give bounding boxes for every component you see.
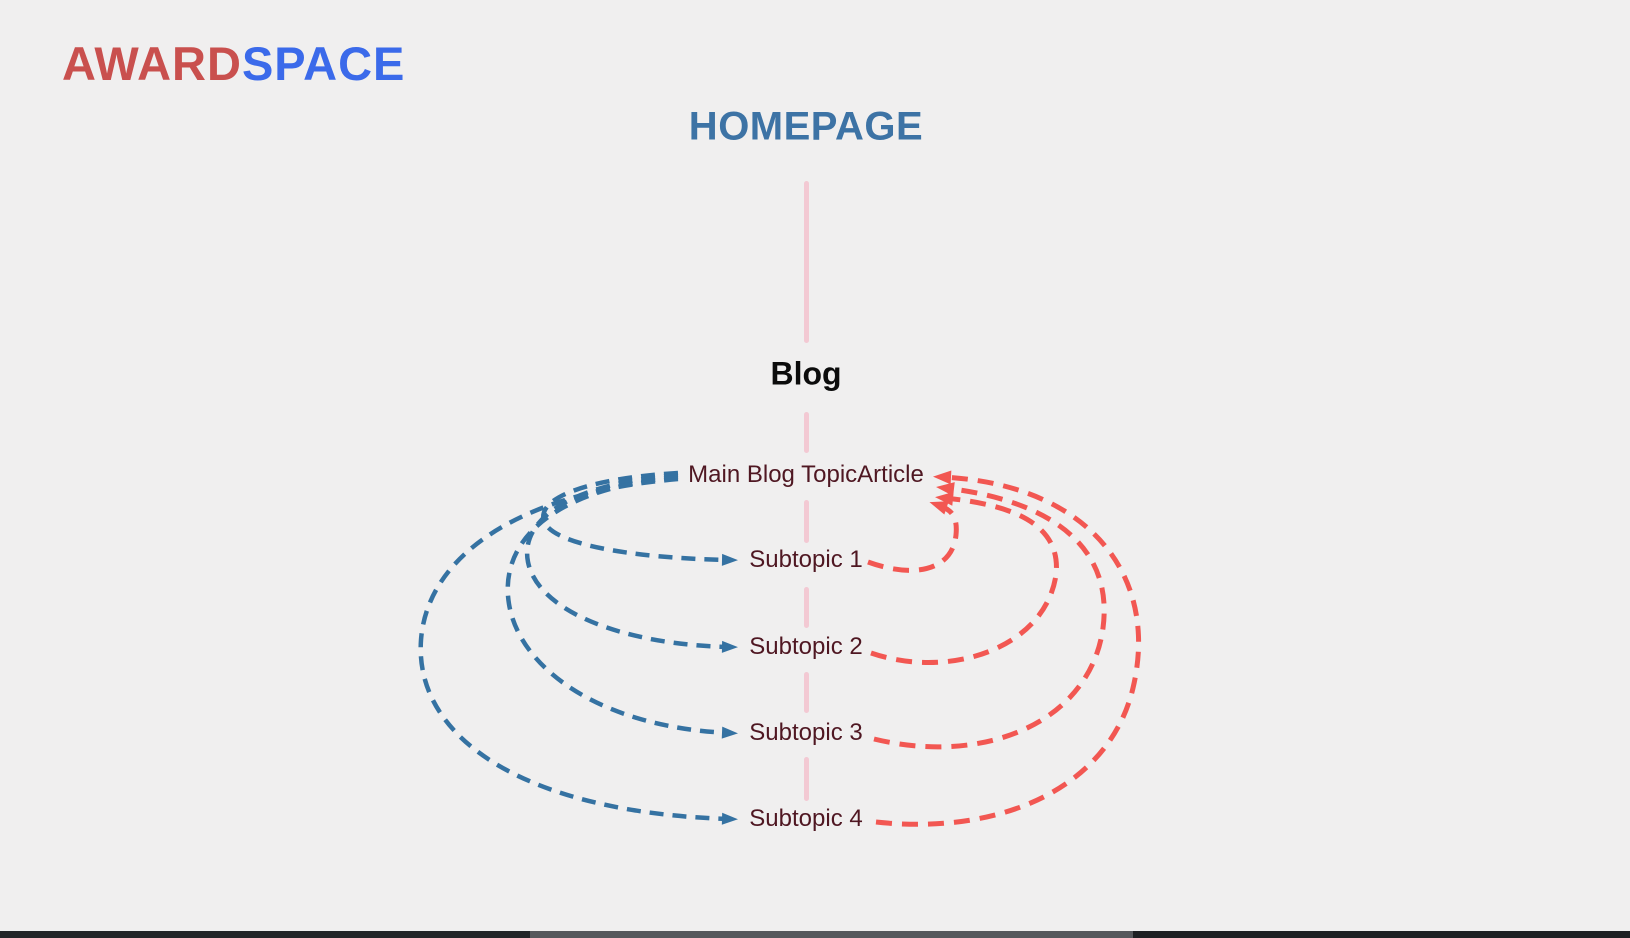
red-arrow-subtopic-3-to-main bbox=[873, 482, 1107, 750]
scrollbar-track-left bbox=[0, 931, 530, 938]
bottom-scrollbar[interactable] bbox=[0, 931, 1630, 938]
subtopic-label-1: Subtopic 1 bbox=[749, 546, 863, 573]
awardspace-logo: AWARDSPACE bbox=[62, 40, 405, 87]
subtopic-label-3: Subtopic 3 bbox=[749, 719, 863, 746]
subtopic-label-2: Subtopic 2 bbox=[749, 633, 863, 660]
connector-main-topic-to-subtopic-1 bbox=[804, 500, 809, 543]
red-arrow-subtopic-1-to-main bbox=[867, 501, 959, 573]
logo-text-space: SPACE bbox=[241, 37, 406, 90]
blog-node-label: Blog bbox=[770, 355, 842, 392]
connector-blog-to-main-topic bbox=[804, 412, 809, 453]
blue-arrow-main-to-subtopic-2 bbox=[524, 472, 738, 653]
red-arrow-subtopic-4-to-main bbox=[875, 470, 1142, 827]
subtopic-label-4: Subtopic 4 bbox=[749, 805, 863, 832]
connector-subtopic-1-to-2 bbox=[804, 587, 809, 628]
page-title: HOMEPAGE bbox=[688, 104, 924, 149]
scrollbar-track-right bbox=[1133, 931, 1630, 938]
connector-homepage-to-blog bbox=[804, 181, 809, 343]
logo-text-award: AWARD bbox=[62, 37, 242, 90]
main-topic-label: Main Blog TopicArticle bbox=[688, 461, 924, 488]
connector-subtopic-3-to-4 bbox=[804, 757, 809, 801]
scrollbar-thumb[interactable] bbox=[530, 931, 1133, 938]
blue-arrow-main-to-subtopic-3 bbox=[505, 474, 738, 739]
blue-arrow-main-to-subtopic-4 bbox=[418, 476, 738, 825]
connector-subtopic-2-to-3 bbox=[804, 672, 809, 713]
red-arrow-subtopic-2-to-main bbox=[870, 491, 1059, 665]
